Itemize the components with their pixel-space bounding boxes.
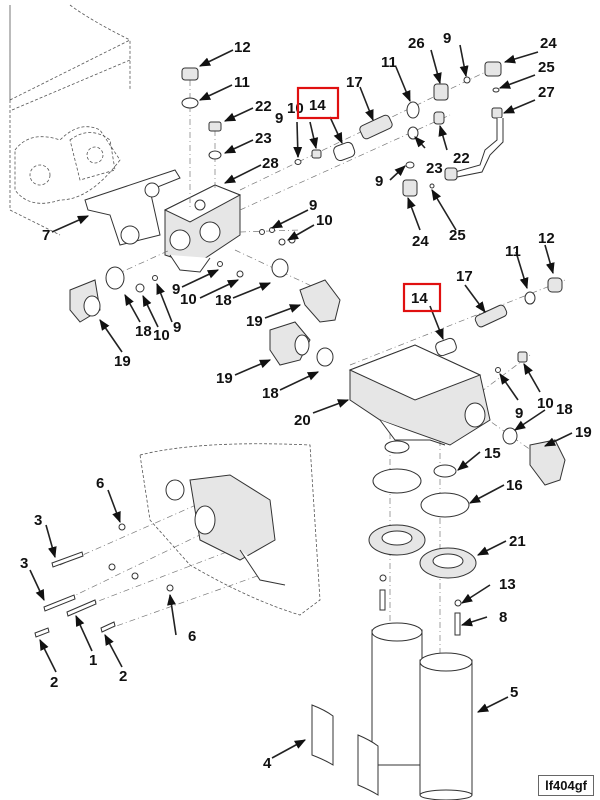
leader-arrows xyxy=(29,44,573,759)
callout-15: 15 xyxy=(484,445,501,462)
callout-labels: 12 11 22 23 28 10 9 14 17 11 26 9 24 25 … xyxy=(20,30,592,772)
callout-14: 14 xyxy=(411,290,428,307)
callout-3: 3 xyxy=(34,512,42,529)
callout-2: 2 xyxy=(50,674,58,691)
callout-9: 9 xyxy=(443,30,451,47)
callout-9: 9 xyxy=(375,173,383,190)
upper-small-parts xyxy=(105,61,504,293)
callout-17: 17 xyxy=(346,74,363,91)
callout-14: 14 xyxy=(309,97,326,114)
callout-2: 2 xyxy=(119,668,127,685)
callout-9: 9 xyxy=(172,281,180,298)
highlight-box-part-14-lower xyxy=(402,282,442,313)
lower-filter-head xyxy=(348,277,563,446)
callout-9: 9 xyxy=(173,319,181,336)
filter-labels xyxy=(311,704,379,796)
callout-22: 22 xyxy=(255,98,272,115)
upper-valve-block xyxy=(163,184,242,273)
callout-18: 18 xyxy=(215,292,232,309)
filter-canisters xyxy=(371,622,473,800)
callout-22: 22 xyxy=(453,150,470,167)
callout-23: 23 xyxy=(255,130,272,147)
callout-12: 12 xyxy=(538,230,555,247)
callout-26: 26 xyxy=(408,35,425,52)
callout-9: 9 xyxy=(515,405,523,422)
callout-5: 5 xyxy=(510,684,518,701)
callout-16: 16 xyxy=(506,477,523,494)
callout-19: 19 xyxy=(246,313,263,330)
callout-28: 28 xyxy=(262,155,279,172)
callout-10: 10 xyxy=(180,291,197,308)
callout-11: 11 xyxy=(505,243,521,260)
callout-8: 8 xyxy=(499,609,507,626)
callout-4: 4 xyxy=(263,755,272,772)
callout-25: 25 xyxy=(449,227,466,244)
callout-20: 20 xyxy=(294,412,311,429)
callout-10: 10 xyxy=(287,100,304,117)
highlight-box-part-14-upper xyxy=(296,86,340,120)
callout-19: 19 xyxy=(114,353,131,370)
elbow-fittings xyxy=(69,279,566,486)
callout-24: 24 xyxy=(412,233,429,250)
callout-1: 1 xyxy=(89,652,97,669)
callout-18: 18 xyxy=(135,323,152,340)
callout-13: 13 xyxy=(499,576,516,593)
callout-10: 10 xyxy=(153,327,170,344)
callout-27: 27 xyxy=(538,84,555,101)
callout-19: 19 xyxy=(575,424,592,441)
callout-9: 9 xyxy=(309,197,317,214)
callout-6: 6 xyxy=(96,475,104,492)
callout-9: 9 xyxy=(275,110,283,127)
callout-6: 6 xyxy=(188,628,196,645)
callout-23: 23 xyxy=(426,160,443,177)
gasket xyxy=(84,169,181,246)
callout-18: 18 xyxy=(556,401,573,418)
callout-10: 10 xyxy=(316,212,333,229)
callout-25: 25 xyxy=(538,59,555,76)
callout-18: 18 xyxy=(262,385,279,402)
callout-17: 17 xyxy=(456,268,473,285)
filter-seals xyxy=(368,440,477,636)
callout-12: 12 xyxy=(234,39,251,56)
figure-id-label: lf404gf xyxy=(538,775,594,796)
engine-block-outline xyxy=(9,4,131,236)
callout-19: 19 xyxy=(216,370,233,387)
engine-installed-view xyxy=(34,443,321,638)
callout-10: 10 xyxy=(537,395,554,412)
callout-3: 3 xyxy=(20,555,28,572)
callout-11: 11 xyxy=(381,54,397,71)
callout-11: 11 xyxy=(234,74,250,91)
callout-24: 24 xyxy=(540,35,557,52)
callout-21: 21 xyxy=(509,533,526,550)
callout-7: 7 xyxy=(42,227,50,244)
